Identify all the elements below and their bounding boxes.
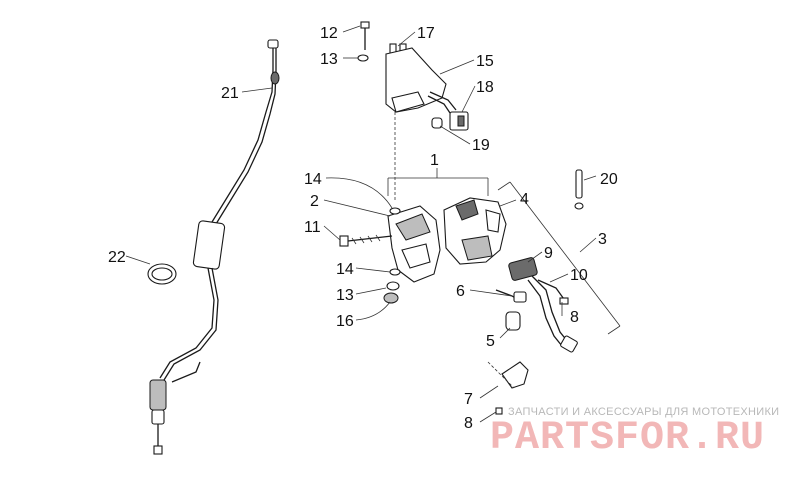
label-part-14-upper: 14: [304, 171, 322, 188]
label-part-8-bottom: 8: [464, 415, 473, 432]
label-part-22: 22: [108, 249, 126, 266]
watermark-caption: ЗАПЧАСТИ И АКСЕССУАРЫ ДЛЯ МОТОТЕХНИКИ: [508, 406, 779, 418]
harness-bracket-line: [497, 181, 621, 335]
upper-bracket: [385, 47, 457, 117]
label-part-1: 1: [430, 152, 439, 169]
lower-fastener-stack: [383, 268, 401, 304]
bracket-connector: [431, 111, 469, 131]
part-number-labels: 12 13 17 15 18 19 21 1 14 2 11 22 14 13 …: [108, 25, 618, 432]
label-part-19: 19: [472, 137, 490, 154]
lower-plate: [487, 361, 529, 415]
label-part-11: 11: [304, 219, 321, 236]
label-part-17: 17: [417, 25, 435, 42]
label-part-15: 15: [476, 53, 494, 70]
label-part-8-right: 8: [570, 309, 579, 326]
label-part-3: 3: [598, 231, 607, 248]
label-part-13-top: 13: [320, 51, 338, 68]
label-part-7: 7: [464, 391, 473, 408]
leader-lines: [125, 25, 597, 423]
label-part-10: 10: [570, 267, 588, 284]
label-part-2: 2: [310, 193, 319, 210]
label-part-14-lower: 14: [336, 261, 354, 278]
label-part-5: 5: [486, 333, 495, 350]
long-screw: [339, 234, 393, 247]
label-part-18: 18: [476, 79, 494, 96]
right-housing: [443, 197, 507, 265]
wiring-harness: [508, 257, 578, 353]
terminal-pin: [574, 169, 584, 210]
label-part-12: 12: [320, 25, 338, 42]
left-housing: [387, 205, 441, 283]
label-part-6: 6: [456, 283, 465, 300]
cable-clip: [147, 263, 177, 285]
label-part-16: 16: [336, 313, 354, 330]
watermark-logo: PARTSFOR.RU: [490, 416, 765, 461]
label-part-13-lower: 13: [336, 287, 354, 304]
throttle-cable: [149, 39, 280, 455]
label-part-4: 4: [520, 191, 529, 208]
label-part-21: 21: [221, 85, 239, 102]
switch-and-plug: [495, 289, 527, 331]
label-part-20: 20: [600, 171, 618, 188]
watermark: ЗАПЧАСТИ И АКСЕССУАРЫ ДЛЯ МОТОТЕХНИКИ PA…: [490, 406, 779, 461]
assembly-bracket-line: [387, 168, 489, 196]
label-part-9: 9: [544, 245, 553, 262]
